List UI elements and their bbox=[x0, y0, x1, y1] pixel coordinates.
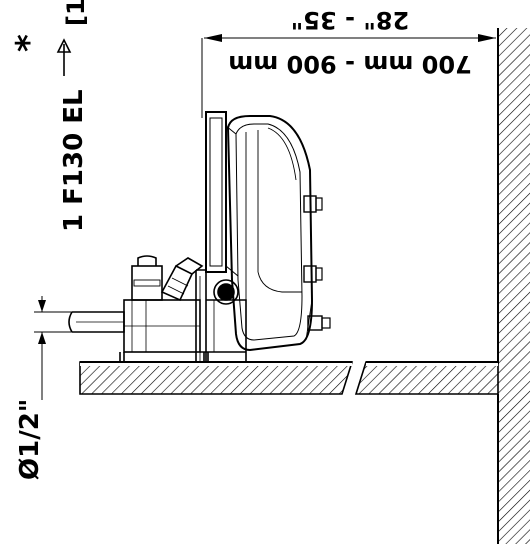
pipe-dimension bbox=[34, 296, 72, 400]
dimension-metric: 700 mm - 900 mm bbox=[228, 50, 472, 78]
dimension-imperial: 28" - 35" bbox=[291, 6, 409, 34]
model-label: 1 F130 EL bbox=[59, 89, 89, 232]
appliance-housing bbox=[205, 111, 331, 352]
reference-mark: [1 bbox=[62, 0, 90, 26]
pipe-diameter-label: Ø1/2" bbox=[15, 399, 45, 480]
water-pipe bbox=[68, 311, 125, 333]
reference-arrow bbox=[56, 38, 72, 76]
floor-slab bbox=[79, 361, 499, 395]
star-mark: * bbox=[9, 34, 49, 52]
wall bbox=[497, 28, 530, 544]
base-unit bbox=[119, 255, 247, 362]
dimension-line bbox=[201, 34, 496, 118]
